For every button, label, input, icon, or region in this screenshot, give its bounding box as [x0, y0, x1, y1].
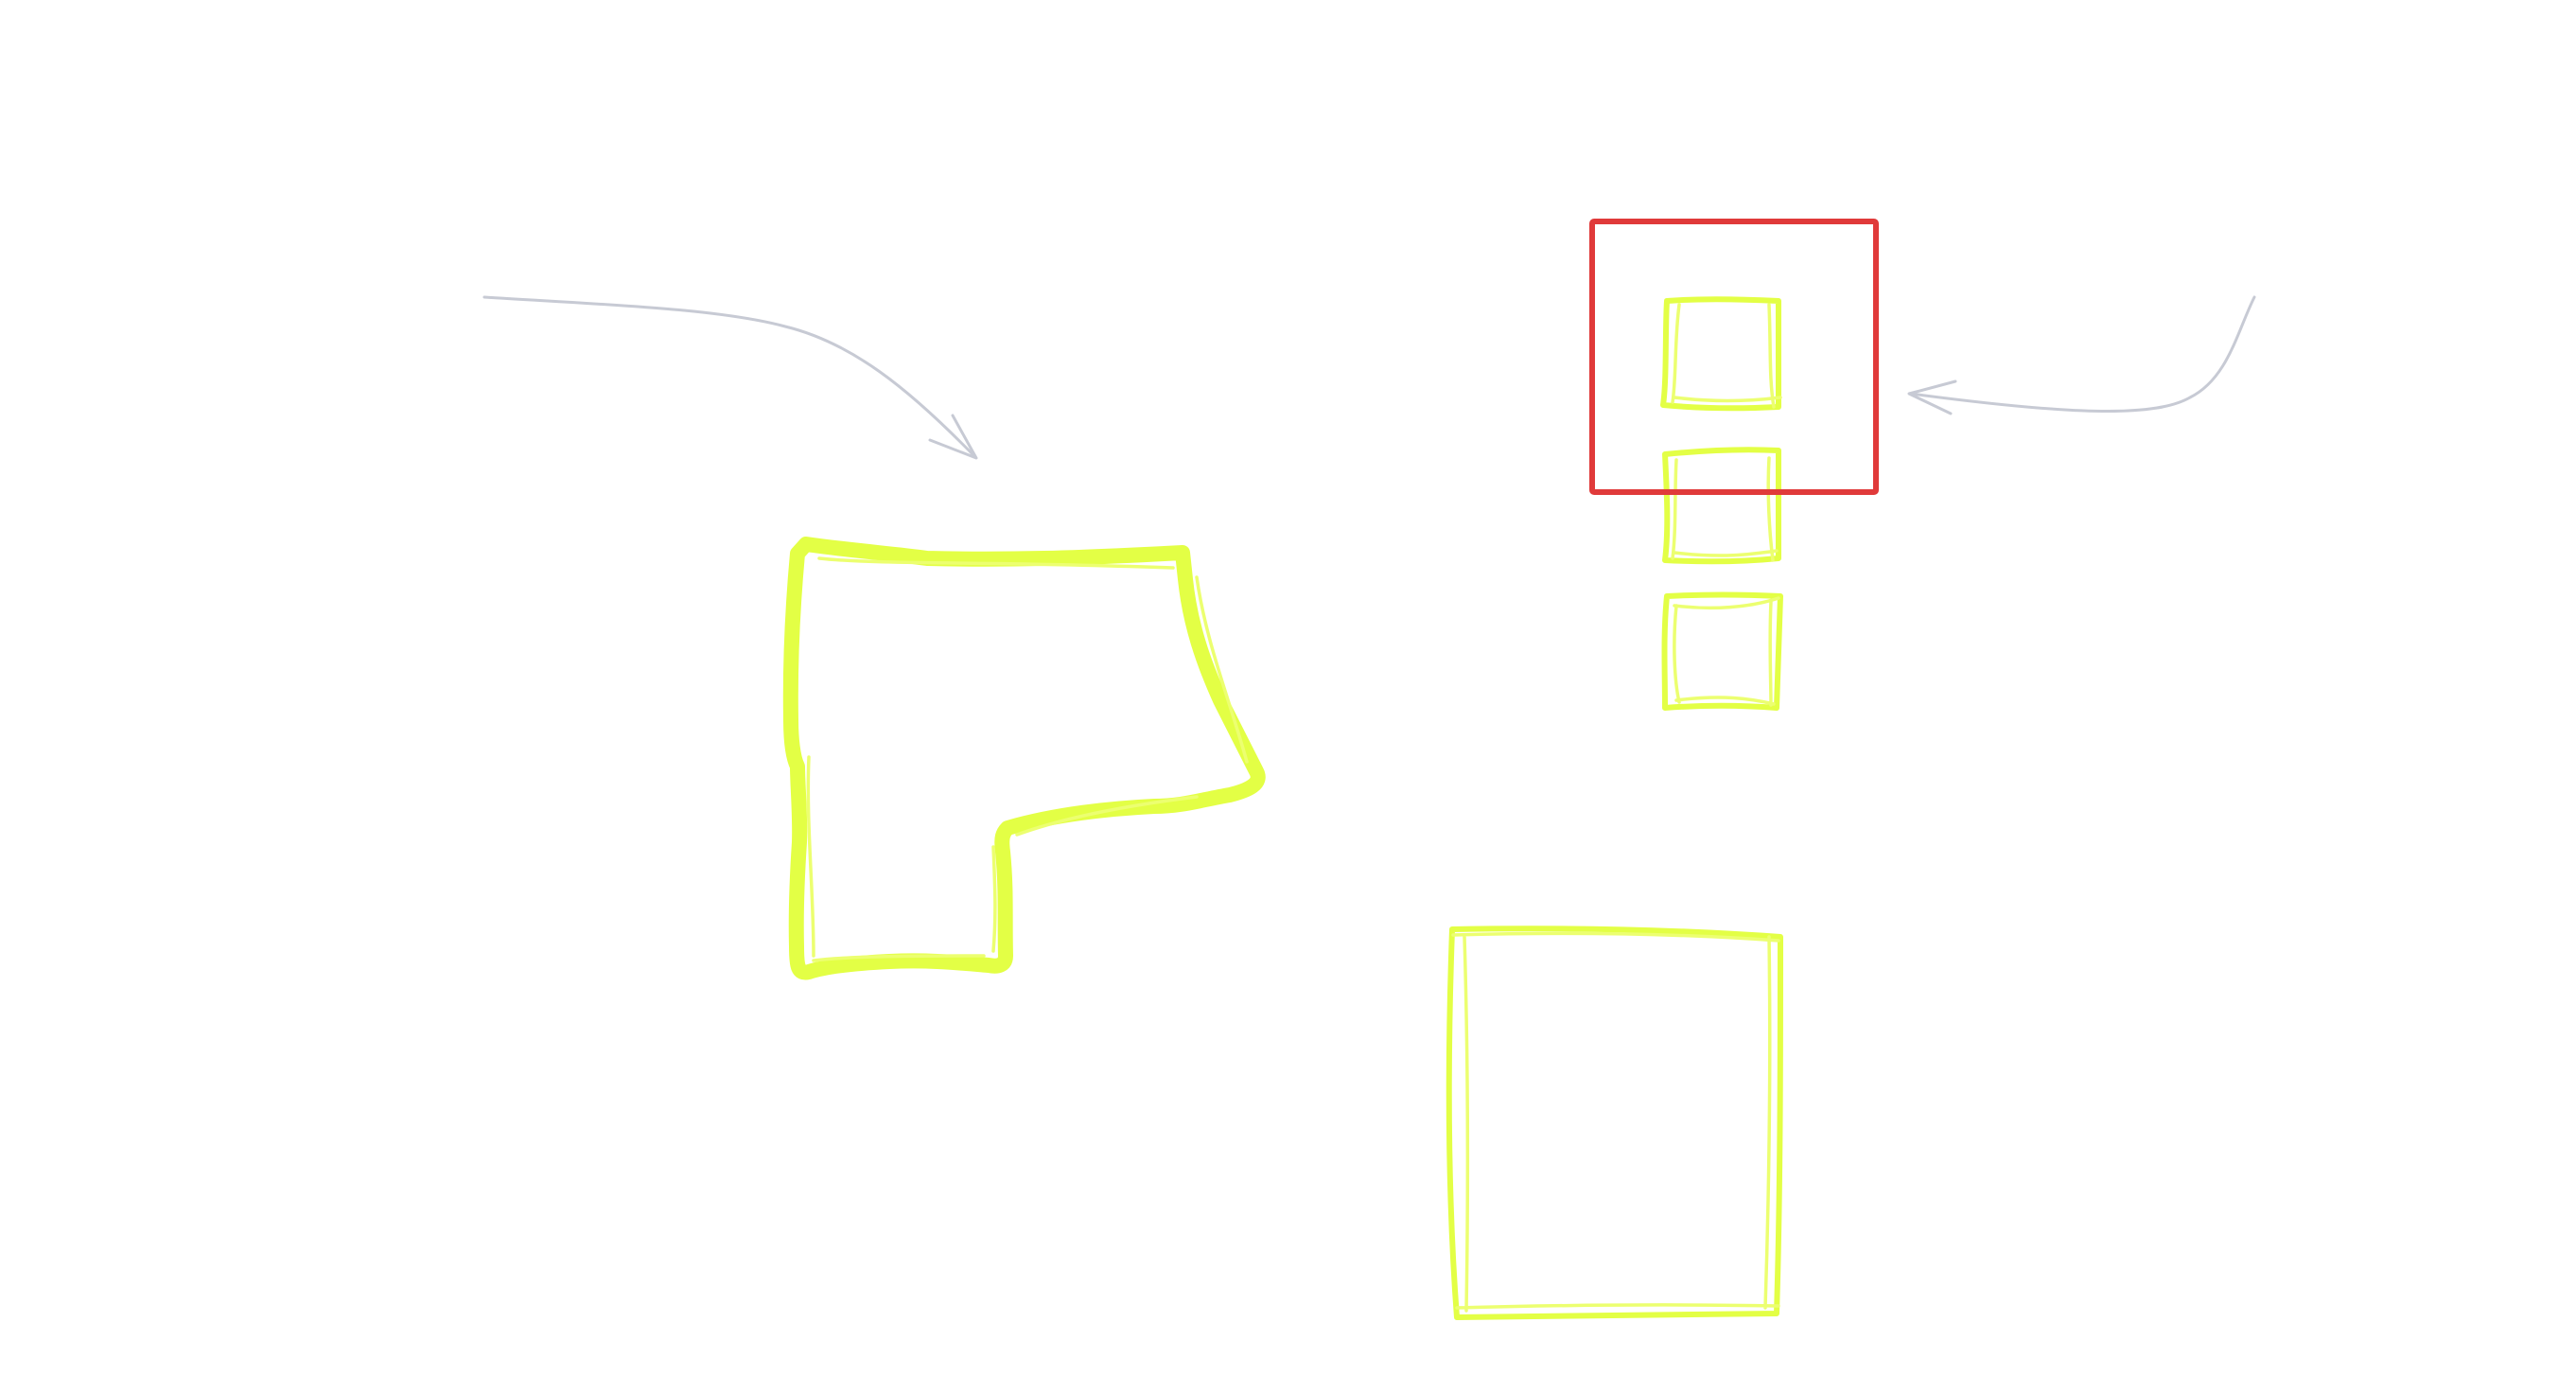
small-square-3-path — [1661, 591, 1783, 711]
small-square-3-sketch — [1673, 596, 1780, 707]
small-square-2-path — [1662, 447, 1781, 565]
small-square-3[interactable] — [1661, 591, 1783, 711]
large-rectangle[interactable] — [1446, 926, 1783, 1320]
large-rectangle-path — [1446, 926, 1783, 1320]
curved-arrow-left-line — [482, 295, 976, 458]
curved-arrow-right[interactable] — [1907, 295, 2256, 415]
small-square-2-sketch — [1671, 456, 1779, 562]
l-shape-outer-path — [782, 537, 1266, 980]
l-shape-inner-path — [806, 556, 1249, 962]
curved-arrow-left[interactable] — [482, 295, 978, 460]
selection-frame — [1589, 219, 1879, 495]
small-square-1-sketch — [1671, 303, 1782, 409]
curved-arrow-left-head — [928, 414, 978, 460]
curved-arrow-right-head — [1907, 379, 1957, 415]
curved-arrow-right-line — [1909, 295, 2256, 413]
small-square-2[interactable] — [1662, 447, 1781, 565]
l-shape-stroke[interactable] — [782, 537, 1266, 980]
selection-box[interactable] — [1589, 219, 1879, 495]
large-rectangle-sketch — [1451, 931, 1780, 1313]
small-square-1[interactable] — [1660, 296, 1782, 412]
small-square-1-path — [1660, 296, 1781, 412]
